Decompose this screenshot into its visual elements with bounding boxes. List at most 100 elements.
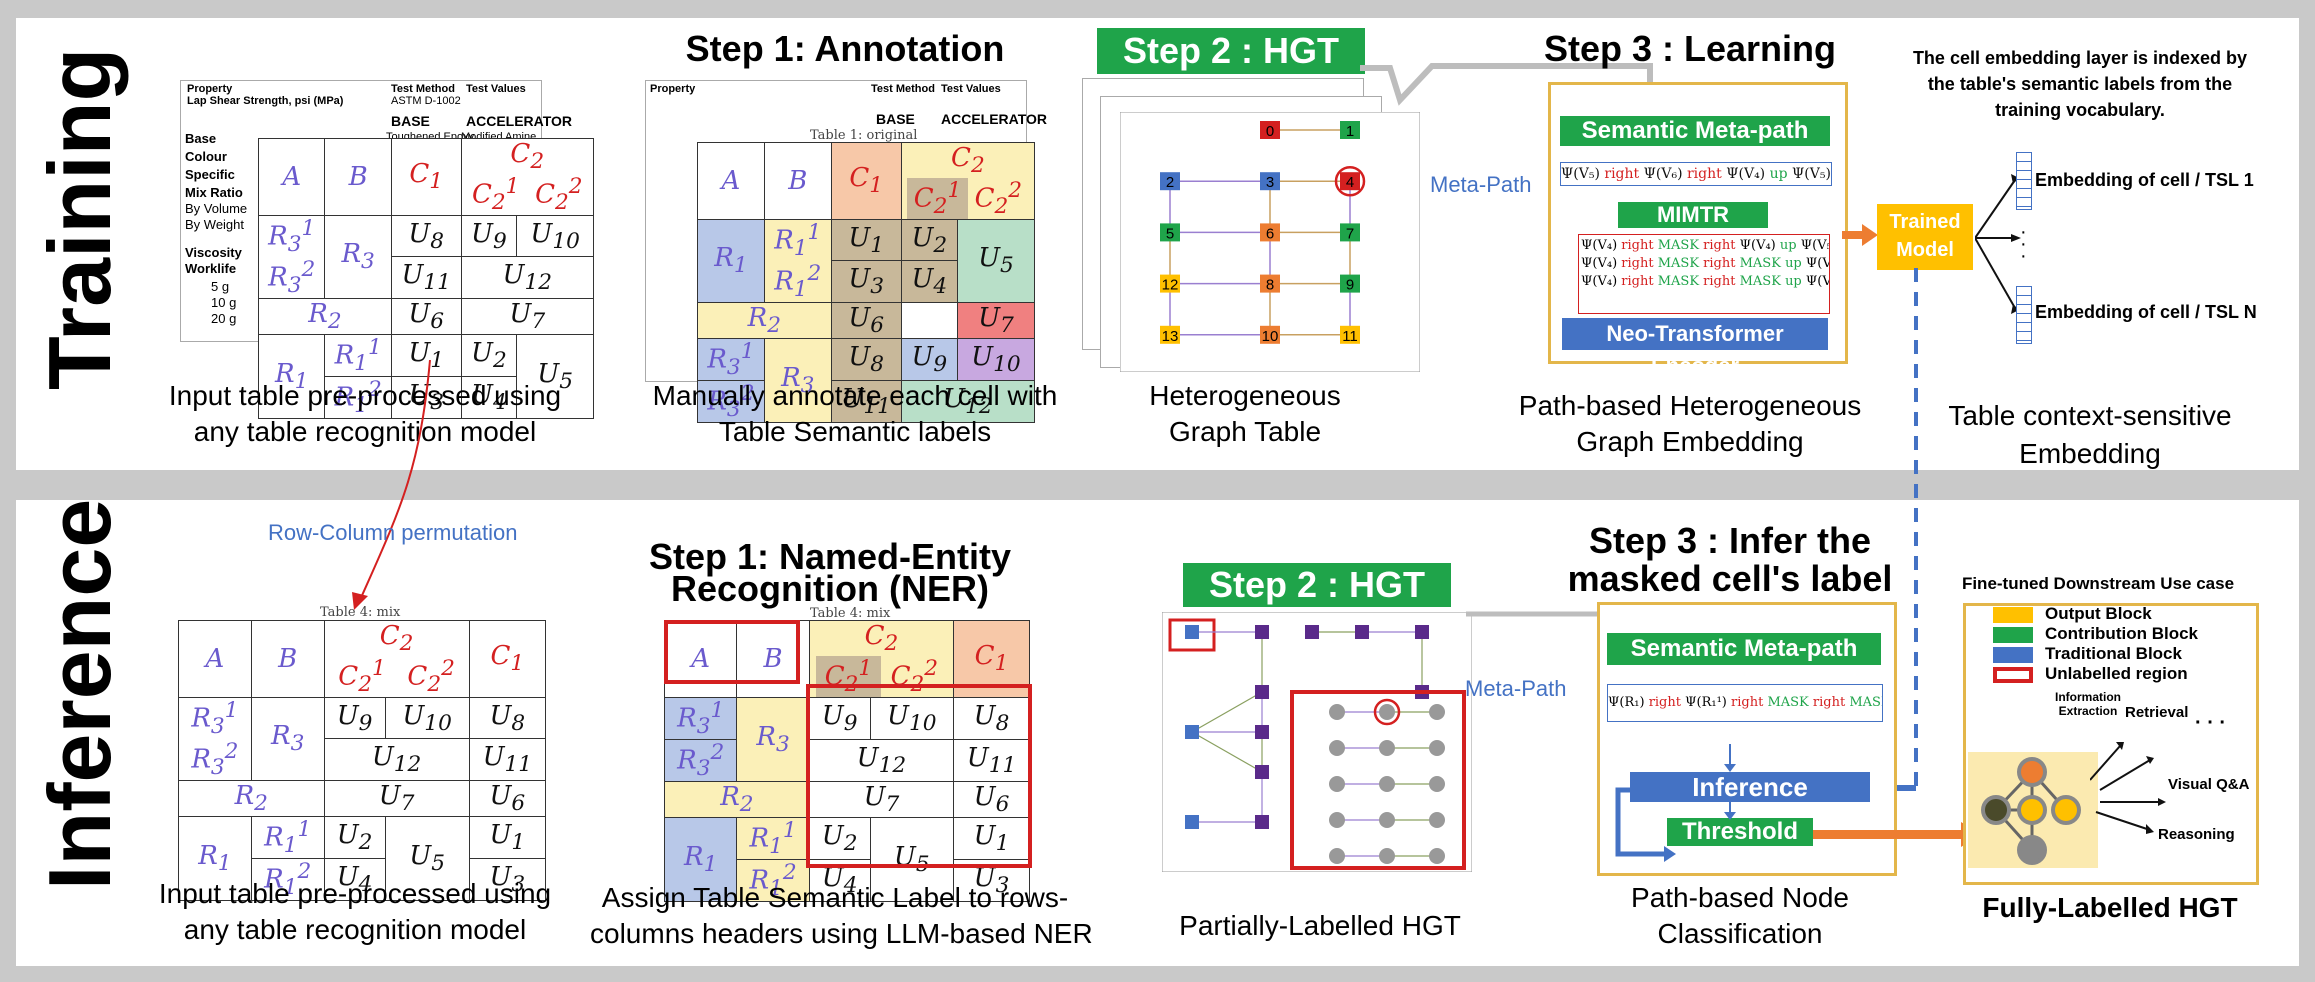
training-input-caption-1: Input table pre-processed using bbox=[168, 380, 562, 411]
meta-path-label-training: Meta-Path bbox=[1430, 172, 1532, 197]
threshold-box: Threshold bbox=[1667, 818, 1813, 846]
doc-side-1: Colour bbox=[185, 149, 227, 164]
inference-partial-caption: Partially-Labelled HGT bbox=[1179, 910, 1461, 941]
hgt-node bbox=[1379, 740, 1395, 756]
hgt-node bbox=[1429, 812, 1445, 828]
hgt-node bbox=[1429, 848, 1445, 864]
doc-side-10: 20 g bbox=[211, 311, 237, 326]
hgt-node-label: 11 bbox=[1342, 328, 1358, 345]
inference-hgt-graph bbox=[1162, 612, 1472, 872]
task-info-extraction: Information Extraction bbox=[2055, 690, 2121, 718]
inference-nodecls-caption-1: Path-based Node bbox=[1631, 882, 1849, 913]
inference-label: Inference bbox=[30, 498, 129, 890]
hgt-node bbox=[1329, 740, 1345, 756]
ner-unlabelled-body-region bbox=[806, 684, 1032, 868]
doc-astm: ASTM D-1002 bbox=[391, 95, 461, 107]
hgt-node bbox=[1415, 625, 1429, 639]
hgt-node bbox=[1160, 325, 1180, 344]
hgt-node-label: 12 bbox=[1162, 277, 1179, 294]
annot-doc-accel: ACCELERATOR bbox=[941, 111, 1048, 127]
trained-model-box: Trained Model bbox=[1877, 204, 1973, 270]
hgt-node-label: 0 bbox=[1266, 123, 1274, 140]
neo-transformer-box: Neo-Transformer Encoder bbox=[1562, 318, 1828, 378]
hgt-node bbox=[1329, 812, 1345, 828]
hgt-node-label: 5 bbox=[1166, 225, 1174, 242]
hgt-node bbox=[1340, 172, 1360, 191]
legend-traditional: Traditional Block bbox=[2045, 644, 2182, 663]
training-note-2: the table's semantic labels from the bbox=[1927, 74, 2233, 94]
hgt-node bbox=[1340, 121, 1360, 139]
inference-input-caption-2: any table recognition model bbox=[183, 914, 527, 945]
inference-table-caption: Table 4: mix bbox=[320, 605, 401, 620]
annot-doc-test-method: Test Method bbox=[871, 83, 935, 95]
arrow-to-trained-model bbox=[1842, 224, 1878, 246]
embedding-1-label: Embedding of cell / TSL 1 bbox=[2035, 170, 2254, 190]
downstream-title: Fine-tuned Downstream Use case bbox=[1961, 574, 2235, 593]
hgt-node bbox=[1340, 274, 1360, 293]
hgt-node bbox=[1355, 625, 1369, 639]
hgt-node bbox=[1160, 223, 1180, 242]
doc-side-9: 10 g bbox=[211, 295, 237, 310]
embedding-dots: ··· bbox=[2020, 221, 2027, 267]
legend-unlabelled: Unlabelled region bbox=[2045, 664, 2188, 683]
hgt-node bbox=[1255, 765, 1269, 779]
hgt-node bbox=[1340, 223, 1360, 242]
doc-side-8: 5 g bbox=[211, 279, 230, 294]
inference-step3-title-1: Step 3 : Infer the bbox=[1588, 520, 1872, 561]
training-step1-title: Step 1: Annotation bbox=[685, 28, 1005, 69]
hgt-node bbox=[1379, 848, 1395, 864]
downstream-task-arrows bbox=[2090, 742, 2166, 834]
doc-side-3: Mix Ratio bbox=[185, 185, 243, 200]
fully-labelled-graph bbox=[1981, 757, 2081, 865]
hgt-node bbox=[1260, 121, 1280, 139]
hgt-node bbox=[1255, 815, 1269, 829]
legend-swatch-unlabelled bbox=[1993, 667, 2033, 683]
training-note-3: training vocabulary. bbox=[1995, 100, 2165, 120]
hgt-node-label: 10 bbox=[1262, 328, 1279, 345]
embedding-vector-n bbox=[2016, 286, 2032, 344]
training-input-caption-2: any table recognition model bbox=[193, 416, 537, 447]
hgt-node bbox=[1379, 704, 1395, 720]
hgt-node bbox=[1255, 625, 1269, 639]
annot-doc-test-values: Test Values bbox=[941, 83, 1001, 95]
infer-loop-arrows bbox=[1615, 744, 1736, 862]
doc-test-method: Test Method bbox=[391, 83, 455, 95]
inference-nodecls-caption-2: Classification bbox=[1657, 918, 1823, 949]
hgt-node-label: 3 bbox=[1266, 174, 1274, 191]
embedding-n-label: Embedding of cell / TSL N bbox=[2035, 302, 2257, 322]
doc-side-5: By Weight bbox=[185, 217, 245, 232]
hgt-node bbox=[1429, 704, 1445, 720]
training-step2-box: Step 2 : HGT bbox=[1097, 28, 1365, 74]
legend-swatch-traditional bbox=[1993, 647, 2033, 663]
training-annot-caption-2: Table Semantic labels bbox=[718, 416, 992, 447]
threshold-to-output-arrow bbox=[1813, 822, 1981, 847]
doc-accel: ACCELERATOR bbox=[466, 113, 573, 129]
doc-side-7: Worklife bbox=[185, 261, 237, 276]
hgt-node bbox=[1379, 776, 1395, 792]
inference-step2-box: Step 2 : HGT bbox=[1183, 563, 1451, 607]
ner-unlabelled-header-region bbox=[664, 620, 800, 684]
hgt-meta-path-target bbox=[1334, 165, 1366, 197]
inference-step1-title-1: Step 1: Named-Entity bbox=[648, 536, 1012, 577]
task-reasoning: Reasoning bbox=[2158, 826, 2235, 843]
hgt-node bbox=[1329, 776, 1345, 792]
inference-step3-title-2: masked cell's label bbox=[1567, 558, 1893, 599]
ner-table-caption: Table 4: mix bbox=[810, 606, 891, 621]
embedding-fanout bbox=[1975, 174, 2021, 314]
inference-input-caption-1: Input table pre-processed using bbox=[158, 878, 552, 909]
doc-side-6: Viscosity bbox=[185, 245, 242, 260]
hgt-node bbox=[1160, 172, 1180, 191]
legend-output: Output Block bbox=[2045, 604, 2152, 623]
meta-path-label-inference: Meta-Path bbox=[1465, 676, 1567, 701]
hgt-edge bbox=[1191, 691, 1263, 733]
training-hgt-caption-1: Heterogeneous bbox=[1149, 380, 1341, 411]
legend-contribution: Contribution Block bbox=[2045, 624, 2198, 643]
hgt-node bbox=[1255, 725, 1269, 739]
hgt-node bbox=[1260, 172, 1280, 191]
annot-doc-property: Property bbox=[650, 83, 696, 95]
hgt-node bbox=[1185, 815, 1199, 829]
hgt-node-label: 2 bbox=[1166, 174, 1174, 191]
hgt-node bbox=[1160, 274, 1180, 293]
